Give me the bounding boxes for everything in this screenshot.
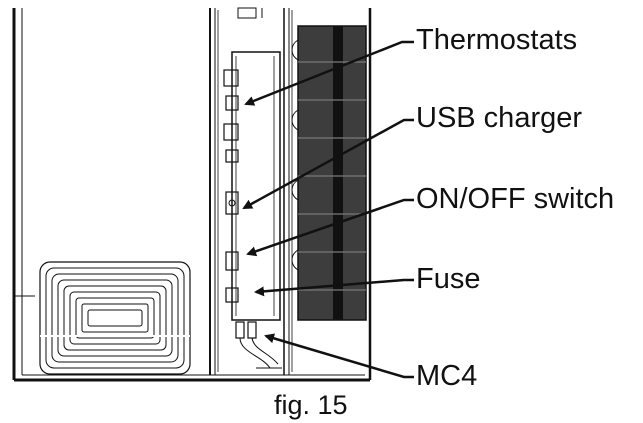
- side-panel-edges: [209, 7, 293, 375]
- leader-arrows: [242, 40, 414, 379]
- arrow-usb-charger: [242, 118, 414, 210]
- arrow-on-off-switch: [246, 198, 414, 257]
- label-usb-charger: USB charger: [416, 102, 583, 134]
- arrow-fuse: [254, 278, 414, 297]
- arrow-thermostats: [244, 40, 414, 106]
- label-thermostats: Thermostats: [416, 24, 578, 56]
- housing-frame: [12, 8, 372, 382]
- figure-caption: fig. 15: [274, 390, 348, 420]
- label-on-off-switch: ON/OFF switch: [416, 183, 615, 215]
- label-fuse: Fuse: [416, 263, 481, 295]
- label-mc4: MC4: [416, 360, 478, 392]
- control-panel: [223, 51, 282, 369]
- vent-grille: [39, 261, 191, 375]
- arrow-mc4: [264, 333, 414, 379]
